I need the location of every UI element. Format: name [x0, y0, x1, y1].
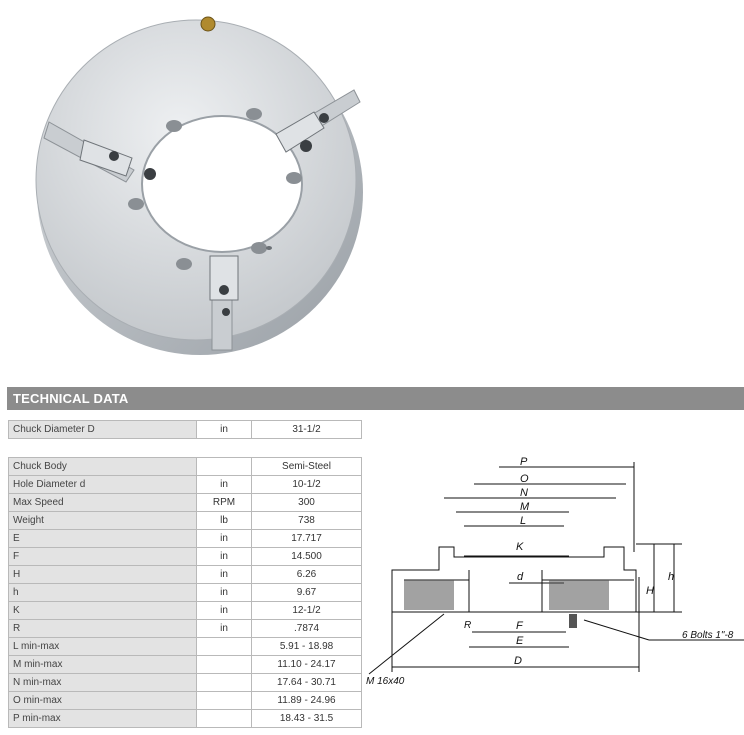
table-row: N min-max 17.64 - 30.71	[8, 673, 362, 692]
row-unit	[196, 673, 252, 692]
bolts-note: 6 Bolts 1"-8	[682, 630, 734, 641]
row-label: P min-max	[8, 709, 197, 728]
table-row: P min-max 18.43 - 31.5	[8, 709, 362, 728]
row-value: 11.10 - 24.17	[251, 655, 362, 674]
dim-label-n: N	[520, 487, 528, 499]
row-label: Weight	[8, 511, 197, 530]
row-label: N min-max	[8, 673, 197, 692]
row-unit: RPM	[196, 493, 252, 512]
row-unit	[196, 655, 252, 674]
dim-label-d-outer: D	[514, 655, 522, 667]
row-label: Chuck Diameter D	[8, 420, 197, 439]
row-value: 738	[251, 511, 362, 530]
table-row: O min-max 11.89 - 24.96	[8, 691, 362, 710]
row-value: 300	[251, 493, 362, 512]
row-label: h	[8, 583, 197, 602]
table-row: L min-max 5.91 - 18.98	[8, 637, 362, 656]
row-unit: lb	[196, 511, 252, 530]
dim-label-e: E	[516, 635, 524, 647]
row-value: Semi-Steel	[251, 457, 362, 476]
row-label: Max Speed	[8, 493, 197, 512]
row-label: Chuck Body	[8, 457, 197, 476]
row-unit: in	[196, 420, 252, 439]
chuck-photo	[35, 16, 363, 355]
row-value: 17.64 - 30.71	[251, 673, 362, 692]
row-unit: in	[196, 583, 252, 602]
row-unit	[196, 709, 252, 728]
row-label: O min-max	[8, 691, 197, 710]
dim-label-k: K	[516, 541, 524, 553]
chuck-diameter-table: Chuck Diameter D in 31-1/2	[8, 420, 362, 439]
row-value: 10-1/2	[251, 475, 362, 494]
row-value: 17.717	[251, 529, 362, 548]
row-value: 31-1/2	[251, 420, 362, 439]
section-title: TECHNICAL DATA	[13, 391, 129, 406]
technical-data-header: TECHNICAL DATA	[7, 387, 744, 410]
chuck-cross-section-drawing: P O N M L K d H h R F E D 6 Bolts 1"-8 M…	[366, 456, 744, 687]
table-row: Chuck Body Semi-Steel	[8, 457, 362, 476]
row-label: H	[8, 565, 197, 584]
dim-label-p: P	[520, 456, 528, 468]
row-unit	[196, 637, 252, 656]
row-unit: in	[196, 601, 252, 620]
row-label: L min-max	[8, 637, 197, 656]
row-value: 12-1/2	[251, 601, 362, 620]
dim-label-h-lower: h	[668, 571, 674, 583]
row-unit	[196, 691, 252, 710]
row-label: K	[8, 601, 197, 620]
row-value: 6.26	[251, 565, 362, 584]
row-unit	[196, 457, 252, 476]
dim-label-l: L	[520, 515, 526, 527]
row-unit: in	[196, 475, 252, 494]
dim-label-o: O	[520, 473, 529, 485]
row-value: 5.91 - 18.98	[251, 637, 362, 656]
row-label: M min-max	[8, 655, 197, 674]
dim-label-d-bore: d	[517, 571, 524, 583]
dim-label-r: R	[464, 620, 471, 631]
row-value: 18.43 - 31.5	[251, 709, 362, 728]
row-unit: in	[196, 529, 252, 548]
row-value: 9.67	[251, 583, 362, 602]
row-label: E	[8, 529, 197, 548]
row-value: 11.89 - 24.96	[251, 691, 362, 710]
dim-label-f: F	[516, 620, 524, 632]
table-row: Chuck Diameter D in 31-1/2	[8, 420, 362, 439]
row-label: R	[8, 619, 197, 638]
thread-note: M 16x40	[366, 676, 405, 687]
row-unit: in	[196, 619, 252, 638]
row-label: F	[8, 547, 197, 566]
row-unit: in	[196, 565, 252, 584]
dim-label-h-upper: H	[646, 585, 654, 597]
table-row: M min-max 11.10 - 24.17	[8, 655, 362, 674]
dim-label-m: M	[520, 501, 530, 513]
row-label: Hole Diameter d	[8, 475, 197, 494]
row-value: 14.500	[251, 547, 362, 566]
row-unit: in	[196, 547, 252, 566]
row-value: .7874	[251, 619, 362, 638]
